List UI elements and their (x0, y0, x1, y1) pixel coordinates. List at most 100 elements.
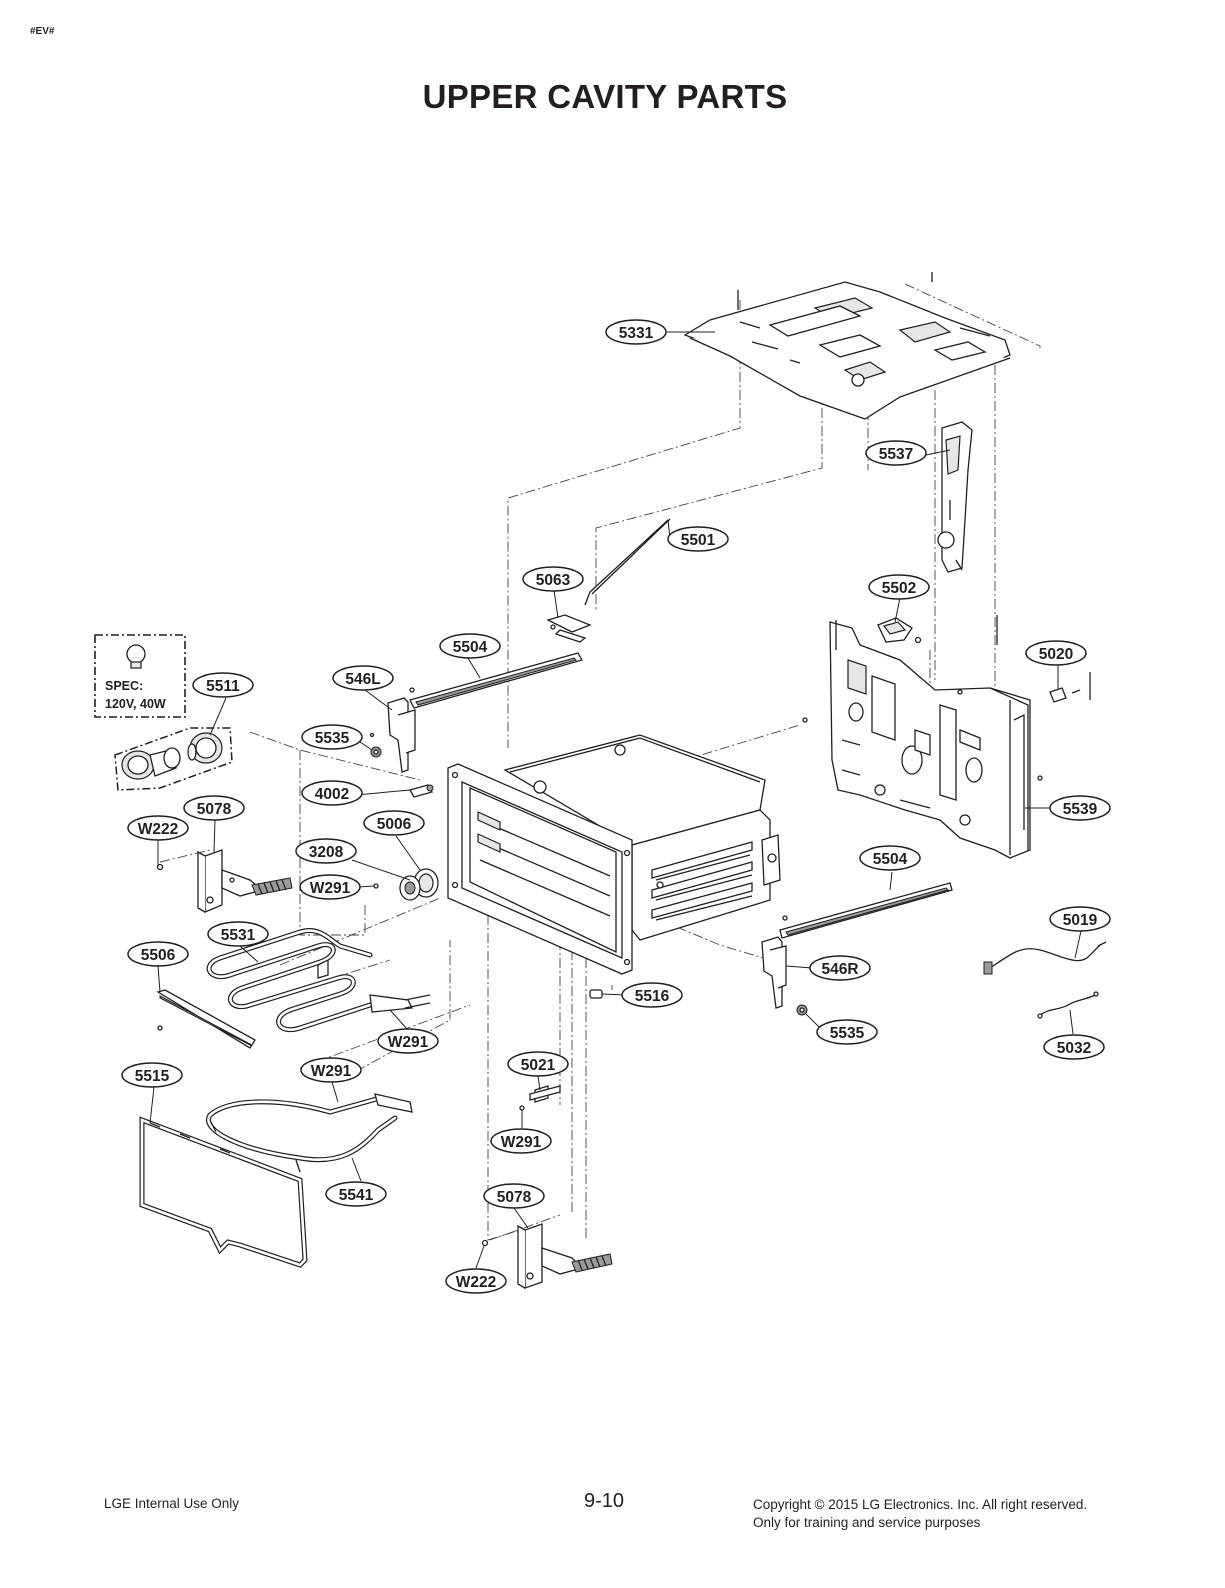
hinge-bracket-546R[interactable] (761, 936, 808, 1016)
callout-5504-upper: 5504 (439, 633, 501, 659)
svg-text:5078: 5078 (497, 1189, 532, 1206)
svg-text:5516: 5516 (635, 988, 670, 1005)
svg-text:5504: 5504 (873, 851, 908, 868)
bracket-5063[interactable] (546, 614, 592, 643)
svg-text:5515: 5515 (135, 1068, 170, 1085)
svg-text:W291: W291 (388, 1034, 429, 1051)
spec-line2: 120V, 40W (105, 697, 166, 711)
callout-5506: 5506 (127, 941, 189, 967)
document-tag: #EV# (30, 26, 55, 37)
callout-5531: 5531 (207, 921, 269, 947)
callout-W291-bracket: W291 (490, 1128, 552, 1154)
callout-5006: 5006 (363, 810, 425, 836)
broil-element-5541[interactable] (206, 1093, 413, 1173)
bar-5506[interactable] (156, 989, 256, 1049)
svg-text:W222: W222 (138, 821, 179, 838)
top-plate-5331[interactable] (683, 272, 1011, 420)
svg-text:5539: 5539 (1063, 801, 1098, 818)
callout-5331: 5331 (605, 319, 667, 345)
svg-text:5032: 5032 (1057, 1040, 1091, 1057)
callout-5063: 5063 (522, 566, 584, 592)
callout-W291-fan: W291 (299, 874, 361, 900)
training-note: Only for training and service purposes (753, 1515, 981, 1530)
callout-5501: 5501 (667, 526, 729, 552)
oven-cavity[interactable] (447, 734, 781, 975)
callout-5078-bottom: 5078 (483, 1183, 545, 1209)
rail-5504-upper[interactable] (409, 652, 583, 709)
leader-lines (149, 331, 1082, 1269)
rear-panel-5539[interactable] (802, 615, 1043, 859)
svg-text:W222: W222 (456, 1274, 497, 1291)
part-5516[interactable] (589, 989, 603, 999)
part-4002[interactable] (409, 784, 434, 798)
callout-5511: 5511 (192, 672, 254, 698)
callout-5541: 5541 (325, 1181, 387, 1207)
callout-W291-element: W291 (377, 1028, 439, 1054)
callout-5019: 5019 (1049, 906, 1111, 932)
svg-text:3208: 3208 (309, 844, 344, 861)
callout-3208: 3208 (295, 838, 357, 864)
callout-5537: 5537 (865, 440, 927, 466)
svg-text:5331: 5331 (619, 325, 654, 342)
svg-text:5501: 5501 (681, 532, 716, 549)
callout-W291-broil: W291 (300, 1057, 362, 1083)
copyright-line: Copyright © 2015 LG Electronics. Inc. Al… (753, 1497, 1088, 1512)
footer-copyright: Copyright © 2015 LG Electronics. Inc. Al… (753, 1496, 1087, 1532)
convection-fan-5006[interactable] (373, 868, 439, 901)
svg-text:5019: 5019 (1063, 912, 1098, 929)
svg-text:5078: 5078 (197, 801, 232, 818)
rod-5501[interactable] (584, 518, 671, 606)
callouts: 5331 5537 5501 5063 5502 5504 5020 546L … (121, 319, 1111, 1294)
callout-W222-bottom: W222 (445, 1268, 507, 1294)
page-number: 9-10 (584, 1490, 625, 1512)
callout-5021: 5021 (507, 1051, 569, 1077)
callout-5032: 5032 (1043, 1034, 1105, 1060)
svg-text:W291: W291 (311, 1063, 352, 1080)
door-hinge-5078-left[interactable] (156, 849, 293, 913)
duct-5537[interactable] (937, 421, 973, 573)
svg-text:5020: 5020 (1039, 646, 1073, 663)
door-hinge-5078-bottom[interactable] (481, 1223, 613, 1289)
callout-W222-left: W222 (127, 815, 189, 841)
svg-text:546L: 546L (345, 671, 380, 688)
callout-5078-left: 5078 (183, 795, 245, 821)
svg-text:5511: 5511 (206, 678, 240, 695)
roller-5535-left[interactable] (369, 732, 382, 758)
spec-line1: SPEC: (105, 679, 143, 693)
callout-5515: 5515 (121, 1062, 183, 1088)
svg-text:W291: W291 (310, 880, 351, 897)
frame-5515[interactable] (139, 1116, 308, 1268)
callout-5502: 5502 (868, 574, 930, 600)
callout-5504-lower: 5504 (859, 845, 921, 871)
svg-text:W291: W291 (501, 1134, 542, 1151)
part-5020[interactable] (1049, 672, 1091, 703)
svg-text:5535: 5535 (315, 730, 350, 747)
callout-4002: 4002 (301, 780, 363, 806)
wire-harness-5019[interactable] (983, 941, 1107, 975)
wire-5032[interactable] (1037, 991, 1099, 1019)
svg-text:5063: 5063 (536, 572, 571, 589)
callout-5539: 5539 (1049, 795, 1111, 821)
svg-text:5504: 5504 (453, 639, 488, 656)
svg-text:5537: 5537 (879, 446, 913, 463)
callout-5535-right: 5535 (816, 1019, 878, 1045)
callout-546R: 546R (809, 955, 871, 981)
svg-text:5535: 5535 (830, 1025, 865, 1042)
rail-5504-lower[interactable] (779, 882, 953, 939)
bracket-5021[interactable] (519, 1085, 561, 1111)
footer-internal-use: LGE Internal Use Only (104, 1496, 240, 1511)
sensor-5502[interactable] (877, 617, 922, 644)
lamp-assembly-5511[interactable] (114, 727, 233, 791)
svg-text:546R: 546R (821, 961, 858, 978)
svg-text:5531: 5531 (221, 927, 256, 944)
svg-text:5541: 5541 (339, 1187, 374, 1204)
bake-element-5531[interactable] (206, 928, 431, 1033)
callout-5516: 5516 (621, 982, 683, 1008)
svg-text:5502: 5502 (882, 580, 916, 597)
callout-5535-left: 5535 (301, 724, 363, 750)
page-title: UPPER CAVITY PARTS (422, 78, 788, 115)
hinge-bracket-546L[interactable] (387, 687, 416, 773)
svg-text:5021: 5021 (521, 1057, 556, 1074)
svg-text:5506: 5506 (141, 947, 176, 964)
